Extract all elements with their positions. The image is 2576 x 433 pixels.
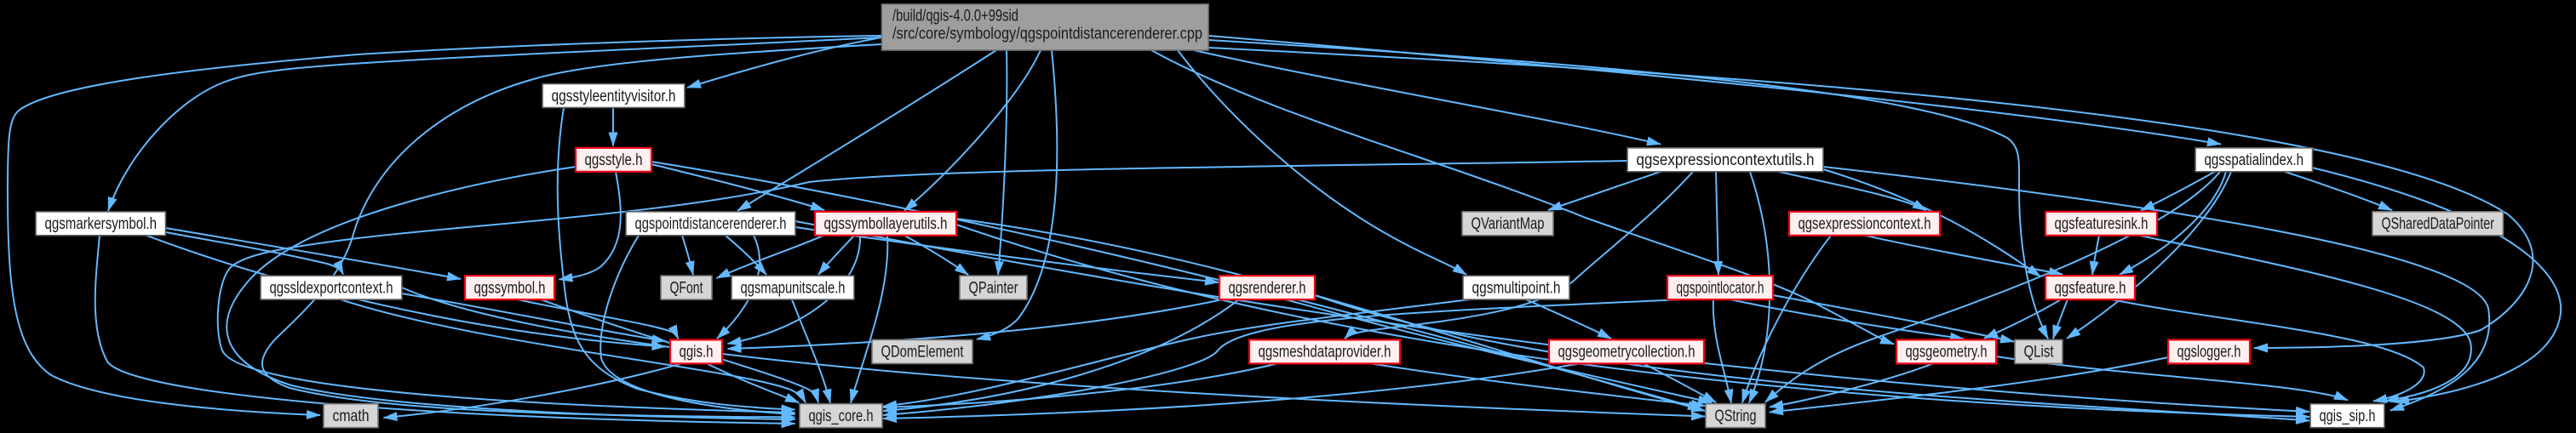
svg-text:/build/qgis-4.0.0+99sid: /build/qgis-4.0.0+99sid	[892, 8, 1018, 26]
svg-text:cmath: cmath	[333, 407, 370, 425]
svg-text:qgis_sip.h: qgis_sip.h	[2320, 407, 2376, 425]
svg-text:qgsmarkersymbol.h: qgsmarkersymbol.h	[45, 215, 158, 233]
svg-text:qgis.h: qgis.h	[680, 344, 714, 362]
svg-text:qgsmultipoint.h: qgsmultipoint.h	[1472, 279, 1561, 297]
svg-text:qgsrenderer.h: qgsrenderer.h	[1229, 279, 1306, 297]
svg-text:qgsfeaturesink.h: qgsfeaturesink.h	[2055, 215, 2149, 233]
svg-text:qgsmapunitscale.h: qgsmapunitscale.h	[741, 279, 846, 297]
svg-text:qgsgeometry.h: qgsgeometry.h	[1906, 344, 1988, 362]
svg-text:qgslogger.h: qgslogger.h	[2177, 344, 2241, 362]
svg-text:qgsexpressioncontextutils.h: qgsexpressioncontextutils.h	[1637, 151, 1815, 169]
svg-text:QVariantMap: QVariantMap	[1472, 215, 1545, 233]
svg-text:qgsspatialindex.h: qgsspatialindex.h	[2205, 151, 2304, 169]
svg-text:QPainter: QPainter	[969, 279, 1019, 297]
svg-text:qgssymbollayerutils.h: qgssymbollayerutils.h	[824, 215, 948, 233]
svg-text:qgspointdistancerenderer.h: qgspointdistancerenderer.h	[635, 215, 787, 233]
svg-text:qgsstyleentityvisitor.h: qgsstyleentityvisitor.h	[552, 88, 676, 105]
svg-text:qgsgeometrycollection.h: qgsgeometrycollection.h	[1558, 344, 1695, 362]
svg-text:/src/core/symbology/qgspointdi: /src/core/symbology/qgspointdistancerend…	[892, 26, 1202, 43]
svg-text:qgsfeature.h: qgsfeature.h	[2055, 279, 2126, 297]
svg-text:qgsmeshdataprovider.h: qgsmeshdataprovider.h	[1259, 344, 1391, 362]
svg-text:QList: QList	[2024, 344, 2055, 362]
svg-text:qgsexpressioncontext.h: qgsexpressioncontext.h	[1799, 215, 1931, 233]
svg-text:QSharedDataPointer: QSharedDataPointer	[2382, 215, 2495, 233]
svg-text:QString: QString	[1715, 407, 1757, 425]
svg-text:qgis_core.h: qgis_core.h	[809, 407, 874, 425]
svg-text:qgssymbol.h: qgssymbol.h	[474, 279, 546, 297]
svg-text:qgsstyle.h: qgsstyle.h	[585, 151, 643, 169]
svg-text:qgssldexportcontext.h: qgssldexportcontext.h	[270, 279, 393, 297]
svg-text:QFont: QFont	[670, 279, 704, 297]
svg-text:qgspointlocator.h: qgspointlocator.h	[1677, 279, 1764, 297]
svg-text:QDomElement: QDomElement	[881, 344, 965, 362]
